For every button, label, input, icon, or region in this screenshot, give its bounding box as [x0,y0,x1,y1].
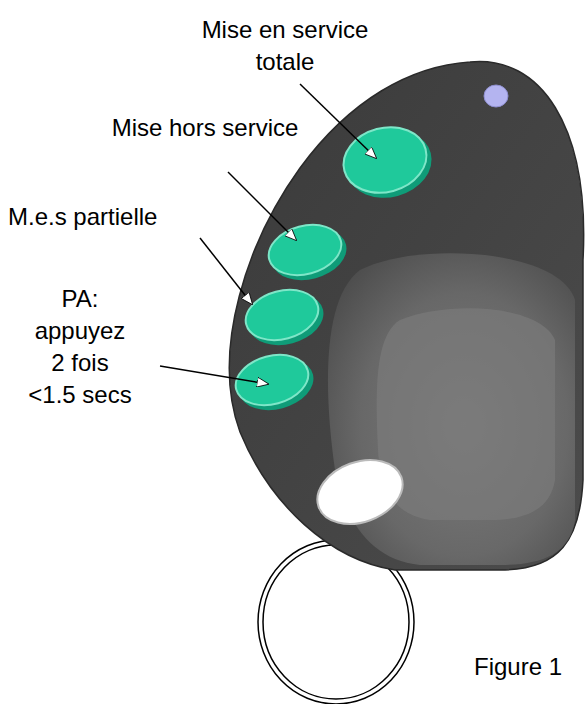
grip-pad [377,308,555,520]
callout-label: PA: appuyez 2 fois <1.5 secs [26,283,134,411]
callout-label: Mise hors service [110,112,300,144]
buttons [230,117,439,418]
callout-label: M.e.s partielle [8,201,198,233]
callout-label: Mise en service totale [185,14,385,78]
figure-caption: Figure 1 [474,651,579,683]
led [484,85,508,107]
ring-hole [308,449,411,535]
